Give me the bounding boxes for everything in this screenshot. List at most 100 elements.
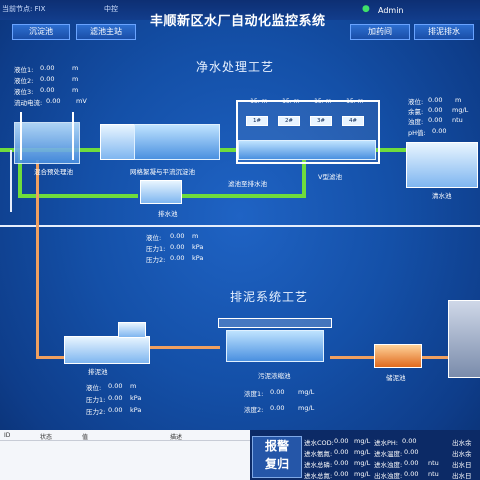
- alarm-button-line1: 报警: [264, 439, 289, 453]
- reading-unit: kPa: [130, 406, 142, 414]
- pipe-segment: [302, 160, 306, 198]
- reading-unit: m: [192, 232, 199, 240]
- reading-label: 浊度:: [408, 118, 424, 126]
- filter-level: -15. m: [312, 98, 332, 105]
- reading-label: 液位:: [86, 384, 102, 392]
- alarm-button-line2: 复归: [264, 457, 289, 471]
- sludge-pipe: [420, 356, 460, 359]
- nav-dosing-room[interactable]: 加药间: [350, 24, 410, 40]
- reading-label: 液位2:: [14, 77, 34, 85]
- section-title-sludge: 排泥系统工艺: [230, 290, 309, 304]
- page-title: 丰顺新区水厂自动化监控系统: [150, 14, 326, 29]
- user-name[interactable]: Admin: [378, 6, 404, 15]
- reading-value: 0.00: [40, 86, 55, 94]
- bottom-label: 出水日: [452, 472, 472, 480]
- sedimentation-tank[interactable]: [134, 124, 220, 160]
- reading-label: 余氯:: [408, 108, 424, 116]
- bottom-unit: ntu: [428, 459, 439, 467]
- reading-unit: m: [455, 96, 462, 104]
- reading-unit: kPa: [192, 243, 204, 251]
- reading-value: 0.00: [428, 116, 443, 124]
- reading-unit: ntu: [452, 116, 463, 124]
- v-filter-label: V型滤池: [318, 173, 342, 181]
- bottom-value: 0.00: [334, 437, 349, 445]
- sludge-drain-tank[interactable]: [64, 336, 150, 364]
- bottom-value: 0.00: [334, 448, 349, 456]
- pipe-segment: [18, 152, 22, 196]
- sludge-drain-label: 排泥池: [88, 368, 108, 376]
- reading-value: 0.00: [432, 127, 447, 135]
- reading-value: 0.00: [40, 64, 55, 72]
- top-bar: [0, 0, 480, 20]
- reading-unit: mg/L: [298, 404, 315, 412]
- filter-cell[interactable]: 4#: [342, 116, 364, 126]
- alarm-col-header: 状态: [40, 434, 53, 441]
- reading-unit: mg/L: [298, 388, 315, 396]
- bottom-label: 出水余: [452, 450, 472, 458]
- reading-label: 液位1:: [14, 66, 34, 74]
- sludge-pump-house: [118, 322, 146, 338]
- thickener-tank[interactable]: [226, 330, 324, 362]
- clear-water-tank[interactable]: [406, 142, 478, 188]
- filter-cell[interactable]: 3#: [310, 116, 332, 126]
- pipe-segment: [180, 194, 306, 198]
- reading-unit: m: [72, 64, 79, 72]
- nav-sludge-drain[interactable]: 排泥排水: [414, 24, 474, 40]
- filter-to-drain-label: 滤池至排水池: [228, 180, 267, 188]
- bottom-value: 0.00: [402, 437, 417, 445]
- v-filter-water: [238, 140, 376, 160]
- reading-value: 0.00: [170, 254, 185, 262]
- bottom-value: 0.00: [334, 470, 349, 478]
- nav-sedimentation[interactable]: 沉淀池: [12, 24, 70, 40]
- bottom-value: 0.00: [404, 470, 419, 478]
- drain-tank-label: 排水池: [158, 210, 178, 218]
- user-icon[interactable]: ●: [362, 4, 370, 14]
- table-divider: [0, 440, 250, 441]
- pre-treatment-tank[interactable]: [14, 122, 80, 164]
- reading-label: 压力1:: [86, 396, 106, 404]
- reading-value: 0.00: [270, 388, 285, 396]
- bottom-label: 进水氨氮:: [304, 450, 333, 458]
- bottom-value: 0.00: [334, 459, 349, 467]
- drain-tank[interactable]: [140, 180, 182, 204]
- reading-value: 0.00: [270, 404, 285, 412]
- reading-unit: mg/L: [452, 106, 469, 114]
- bottom-unit: ntu: [428, 470, 439, 478]
- reading-label: 浓度2:: [244, 406, 264, 414]
- bottom-label: 进水总磷:: [304, 461, 333, 469]
- bottom-label: 出水余: [452, 439, 472, 447]
- reading-label: 流动电流:: [14, 99, 43, 107]
- thickener-bridge: [218, 318, 332, 328]
- filter-cell[interactable]: 2#: [278, 116, 300, 126]
- bottom-unit: mg/L: [354, 448, 371, 456]
- pipe-segment: [10, 150, 12, 212]
- reading-label: 液位:: [146, 234, 162, 242]
- section-title-clean: 净水处理工艺: [196, 60, 275, 74]
- alarm-table[interactable]: [0, 430, 250, 480]
- bottom-label: 进水COD:: [304, 439, 334, 447]
- reading-label: 浓度1:: [244, 390, 264, 398]
- clear-water-label: 清水池: [432, 192, 452, 200]
- bottom-value: 0.00: [404, 448, 419, 456]
- sludge-pipe: [36, 356, 70, 359]
- mode-label: 中控: [104, 5, 118, 13]
- bottom-unit: mg/L: [354, 470, 371, 478]
- alarm-reset-button[interactable]: 报警 复归: [252, 436, 302, 478]
- reading-label: 压力2:: [146, 256, 166, 264]
- grid-tank-label: 网格絮凝与平流沉淀池: [130, 168, 195, 176]
- sludge-storage-tank[interactable]: [374, 344, 422, 368]
- sludge-pipe: [330, 356, 374, 359]
- drain-pipe: [0, 225, 480, 227]
- dewatering-house: [448, 300, 480, 378]
- reading-value: 0.00: [108, 382, 123, 390]
- bottom-label: 进水PH:: [374, 439, 398, 447]
- nav-filter-station[interactable]: 滤池主站: [76, 24, 136, 40]
- node-label: 当前节点: FIX: [2, 5, 46, 13]
- reading-unit: kPa: [192, 254, 204, 262]
- reading-label: pH值:: [408, 129, 426, 137]
- filter-cell[interactable]: 1#: [246, 116, 268, 126]
- flocculation-tank[interactable]: [100, 124, 136, 160]
- reading-value: 0.00: [428, 96, 443, 104]
- filter-level: -15. m: [344, 98, 364, 105]
